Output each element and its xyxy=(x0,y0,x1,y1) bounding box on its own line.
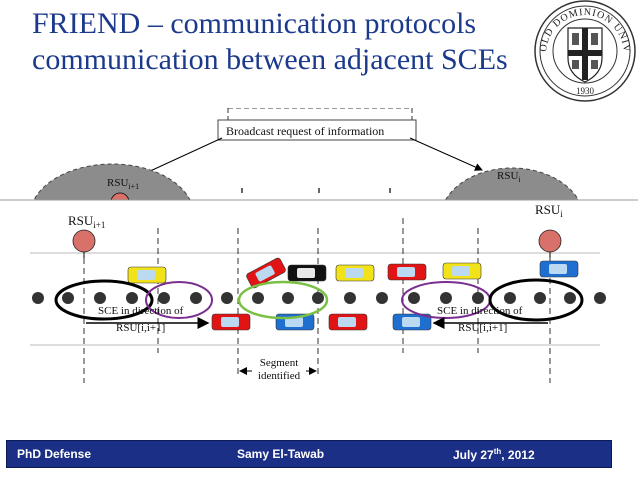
sce-ellipse-green xyxy=(237,280,329,320)
sce-right-label-1: SCE in direction of xyxy=(437,305,523,317)
title-line-2: communication between adjacent SCEs xyxy=(32,43,508,76)
sce-left-label-1: SCE in direction of xyxy=(98,305,184,317)
sce-left-label-2: RSU[i,i+1] xyxy=(116,322,165,334)
car-yellow-1-icon xyxy=(127,266,167,284)
broadcast-label: Broadcast request of information xyxy=(226,124,384,138)
footer-left: PhD Defense xyxy=(17,447,92,461)
coverage-area-left xyxy=(33,163,191,200)
title-line-1: FRIEND – communication protocols xyxy=(32,7,477,40)
car-red-3-icon xyxy=(328,313,368,331)
broadcast-request-box: Broadcast request of information xyxy=(217,119,417,141)
sce-ellipse-right xyxy=(488,278,584,322)
slide-title: FRIEND – communication protocols communi… xyxy=(32,6,532,78)
car-black-icon xyxy=(287,264,327,282)
footer-center: Samy El-Tawab xyxy=(237,447,325,461)
rsu-right-icon xyxy=(538,229,562,258)
footer-bar: PhD Defense Samy El-Tawab July 27th, 201… xyxy=(6,440,612,468)
university-seal-logo: OLD DOMINION UNIVERSITY 1930 xyxy=(532,0,636,102)
rsu-left-label: RSUi+1 xyxy=(68,213,105,230)
segment-identified-marker: Segment identified xyxy=(239,355,317,383)
seal-year: 1930 xyxy=(576,86,595,96)
friend-protocol-diagram: Broadcast request of information RSUi+1 … xyxy=(0,108,638,383)
rsu-top-right-label: RSUi xyxy=(497,170,521,184)
segment-label-1: Segment xyxy=(260,357,299,369)
coverage-area-right xyxy=(444,167,580,200)
car-red-tilted-icon xyxy=(246,257,286,289)
car-blue-3-icon xyxy=(392,313,432,331)
car-red-1-icon xyxy=(387,263,427,281)
sce-ellipse-left xyxy=(54,279,154,321)
car-red-2-icon xyxy=(211,313,251,331)
segment-boundaries xyxy=(83,218,551,383)
sce-right-label-2: RSU[i,i+1] xyxy=(458,322,507,334)
broadcast-arrow-right xyxy=(409,137,483,171)
rsu-top-left-label: RSUi+1 xyxy=(107,177,139,191)
sce-nodes xyxy=(32,292,606,304)
rsu-right-label: RSUi xyxy=(535,202,563,219)
sce-ellipse-purple-left xyxy=(145,281,213,319)
car-yellow-3-icon xyxy=(442,262,482,280)
segment-label-2: identified xyxy=(258,370,301,382)
car-yellow-2-icon xyxy=(335,264,375,282)
rsu-left-icon xyxy=(72,229,96,258)
footer-date: July 27th, 2012 xyxy=(453,447,535,462)
seal-shield-icon xyxy=(567,27,603,83)
car-blue-1-icon xyxy=(539,260,579,278)
rsu-top-left-icon xyxy=(110,192,130,200)
